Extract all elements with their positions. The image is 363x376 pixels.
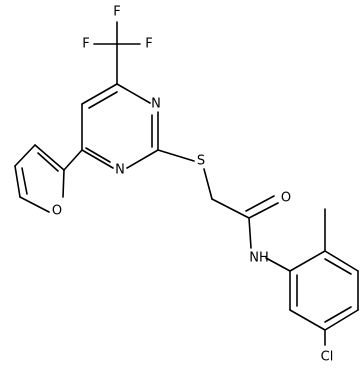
bond-ar2-ar3: [324, 250, 359, 272]
atom-o-furan: O: [52, 204, 62, 219]
bond-ar1-ar2: [289, 250, 326, 272]
bond-s-ch2: [203, 168, 213, 200]
bond-co-o-double: [245, 195, 275, 212]
bond-ar4-ar5: [324, 309, 359, 331]
bond-ar2-ar3-double: [324, 258, 352, 275]
atom-n-lower: N: [115, 163, 125, 178]
atom-o-carbonyl: O: [281, 191, 291, 206]
bond-ar5-ar6: [289, 309, 326, 331]
bond-furan-c3-c2: [34, 144, 65, 171]
bond-furan-o-c5: [19, 196, 50, 213]
bond-co-nh: [248, 217, 252, 249]
atom-n-upper: N: [151, 97, 161, 112]
bond-co-o: [248, 202, 279, 219]
atom-f-left: F: [82, 37, 89, 52]
bond-c2-n3: [126, 149, 159, 169]
bond-furan-c5-c4: [14, 165, 21, 198]
bond-nh-ar: [265, 257, 291, 272]
atom-f-top: F: [113, 5, 120, 20]
atom-f-right: F: [145, 37, 152, 52]
bond-furan-c2-o: [62, 169, 65, 198]
bond-c5-c6: [81, 83, 118, 105]
bond-n3-c4-double: [85, 147, 111, 163]
bond-furan-c3-c2-double: [37, 152, 59, 172]
bond-n3-c4: [81, 149, 114, 169]
bond-c6-n1: [116, 83, 151, 104]
atom-cl: Cl: [321, 350, 334, 365]
bond-pyrimidine-furan: [63, 149, 83, 171]
bond-ar4-ar5-double: [324, 306, 352, 323]
bond-furan-c4-c3: [14, 144, 36, 167]
bond-furan-c5-c4-double: [21, 167, 28, 195]
atom-nh: NH: [249, 251, 269, 266]
bond-c2-s: [157, 149, 195, 162]
bond-c5-c6-double: [88, 91, 118, 109]
bond-ch2-co: [211, 198, 250, 219]
atom-s: S: [197, 154, 205, 169]
